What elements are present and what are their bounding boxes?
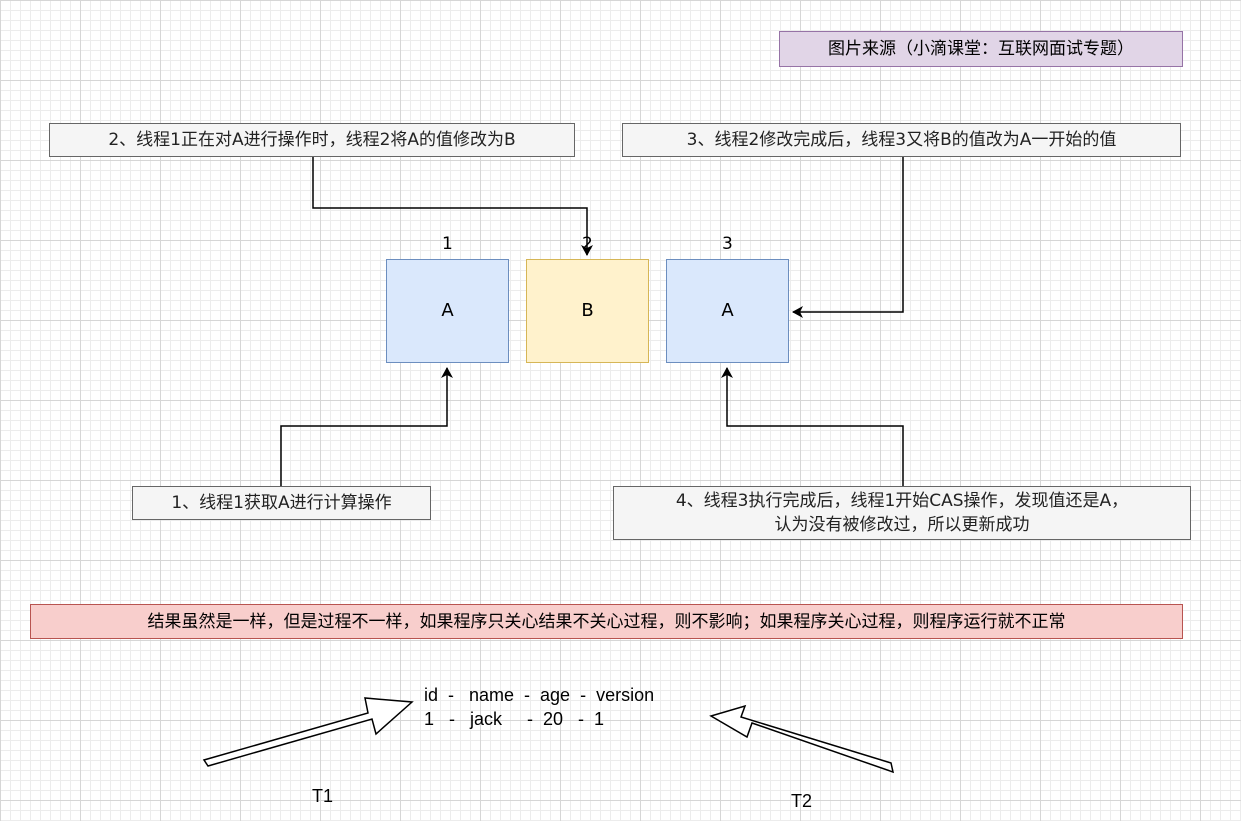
cell-2-value: B [581,300,594,321]
connector-step4-to-cell-3 [721,367,904,486]
step3-note: 3、线程2修改完成后，线程3又将B的值改为A一开始的值 [622,123,1181,157]
step4-note: 4、线程3执行完成后，线程1开始CAS操作，发现值还是A， 认为没有被修改过，所… [613,486,1191,540]
cell-3-index: 3 [722,234,733,254]
connector-step2-to-cell-b [312,157,593,256]
step2-note: 2、线程1正在对A进行操作时，线程2将A的值修改为B [49,123,575,157]
source-note: 图片来源（小滴课堂：互联网面试专题） [779,31,1183,67]
record-row: 1 - jack - 20 - 1 [424,709,605,729]
step1-note-text: 1、线程1获取A进行计算操作 [171,493,392,513]
step4-note-line1: 4、线程3执行完成后，线程1开始CAS操作，发现值还是A， [675,491,1129,511]
conclusion-text: 结果虽然是一样，但是过程不一样，如果程序只关心结果不关心过程，则不影响；如果程序… [147,611,1066,632]
connector-step1-to-cell-1 [280,367,453,486]
conclusion-note: 结果虽然是一样，但是过程不一样，如果程序只关心结果不关心过程，则不影响；如果程序… [30,604,1183,639]
cell-1: A [386,259,509,363]
cell-1-index: 1 [442,234,453,254]
step4-note-line2: 认为没有被修改过，所以更新成功 [774,515,1030,535]
cell-3-value: A [721,300,734,321]
thread-t2-arrow [709,704,895,774]
cell-3: A [666,259,789,363]
step3-note-text: 3、线程2修改完成后，线程3又将B的值改为A一开始的值 [686,130,1117,150]
connector-step3-to-cell-3 [792,157,904,318]
thread-t1-arrow [202,697,414,767]
thread-t2-label: T2 [791,791,813,811]
record-header: id - name - age - version [424,685,655,705]
cell-2: B [526,259,649,363]
thread-t1-label: T1 [312,786,334,806]
cell-1-value: A [441,300,454,321]
step2-note-text: 2、线程1正在对A进行操作时，线程2将A的值修改为B [108,130,516,150]
source-note-text: 图片来源（小滴课堂：互联网面试专题） [828,39,1134,59]
step1-note: 1、线程1获取A进行计算操作 [132,486,431,520]
cell-2-index: 2 [582,234,593,254]
